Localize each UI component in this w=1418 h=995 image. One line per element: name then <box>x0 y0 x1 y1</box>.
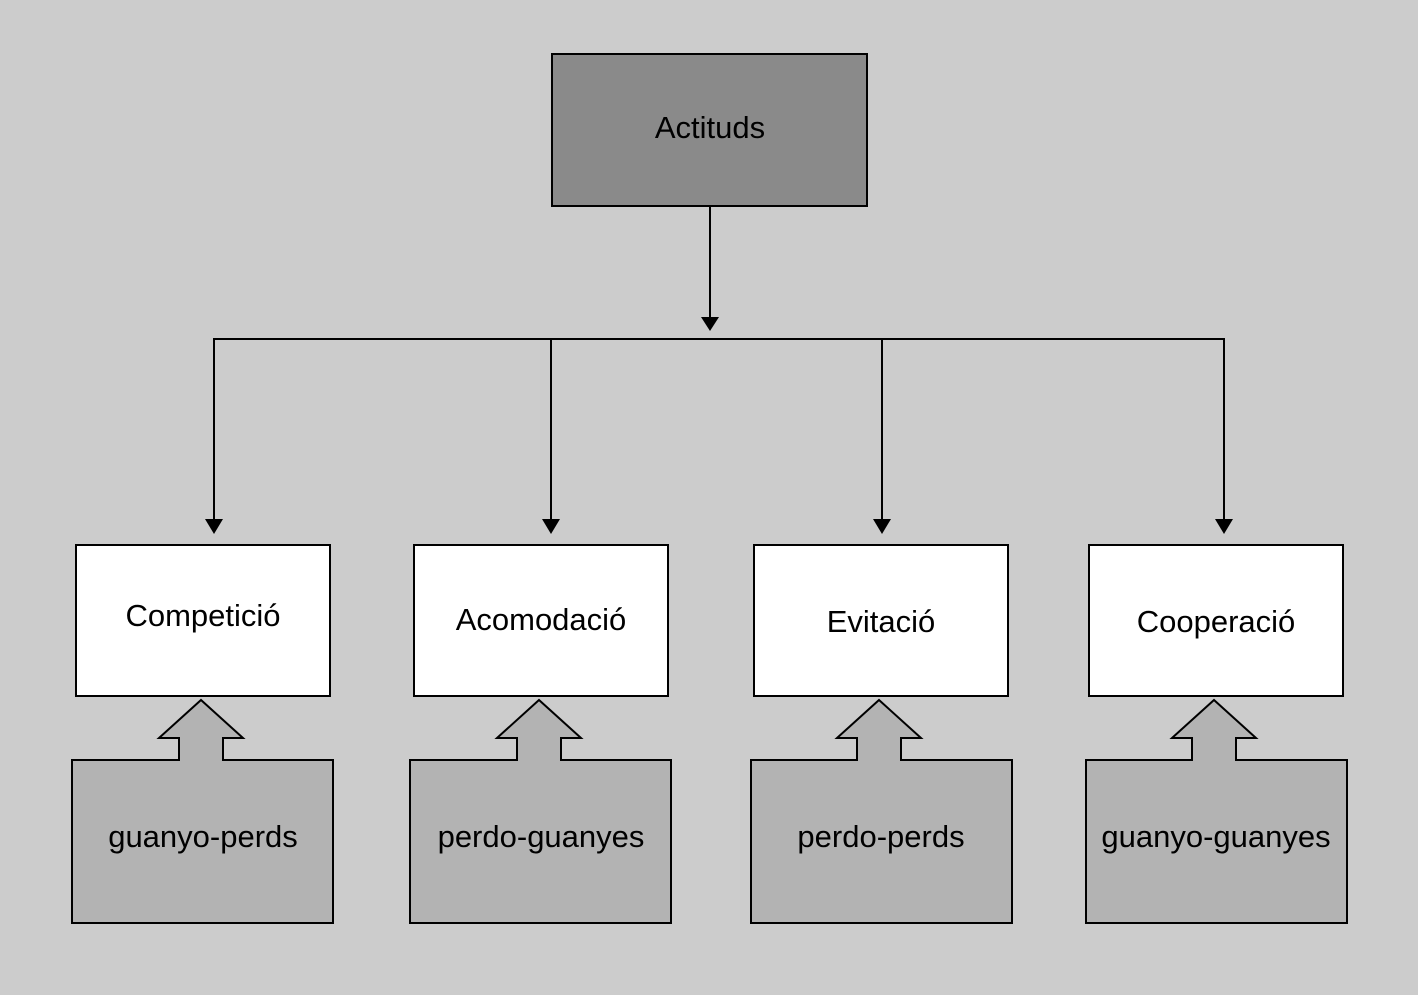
root-label: Actituds <box>655 110 765 145</box>
attitude-box <box>1088 544 1344 697</box>
attitude-evitacio: Evitació perdo-perds <box>750 544 1013 924</box>
attitude-box <box>753 544 1009 697</box>
attitude-label: Competició <box>125 598 280 633</box>
attitude-cooperacio: Cooperació guanyo-guanyes <box>1085 544 1348 924</box>
attitude-competicio: Competició guanyo-perds <box>71 544 334 924</box>
outcome-label: guanyo-guanyes <box>1101 819 1330 854</box>
arrowhead-acomodacio <box>542 519 560 534</box>
attitude-label: Cooperació <box>1137 604 1296 639</box>
outcome-block-arrow <box>409 698 672 924</box>
connectors <box>205 206 1233 534</box>
outcome-block-arrow <box>1085 698 1348 924</box>
outcome-label: perdo-perds <box>797 819 964 854</box>
attitude-acomodacio: Acomodació perdo-guanyes <box>409 544 672 924</box>
branch-bar <box>213 338 1225 520</box>
root-box <box>551 53 868 207</box>
attitude-label: Evitació <box>827 604 936 639</box>
attitude-label: Acomodació <box>456 602 627 637</box>
outcome-label: perdo-guanyes <box>438 819 645 854</box>
outcome-label: guanyo-perds <box>108 819 298 854</box>
attitude-box <box>413 544 669 697</box>
outcome-block-arrow <box>750 698 1013 924</box>
outcome-block-arrow <box>71 698 334 924</box>
attitude-box <box>75 544 331 697</box>
arrowhead-competicio <box>205 519 223 534</box>
arrowhead-evitacio <box>873 519 891 534</box>
arrowhead-cooperacio <box>1215 519 1233 534</box>
root-stem-arrowhead <box>701 317 719 331</box>
root-node: Actituds <box>551 53 868 207</box>
